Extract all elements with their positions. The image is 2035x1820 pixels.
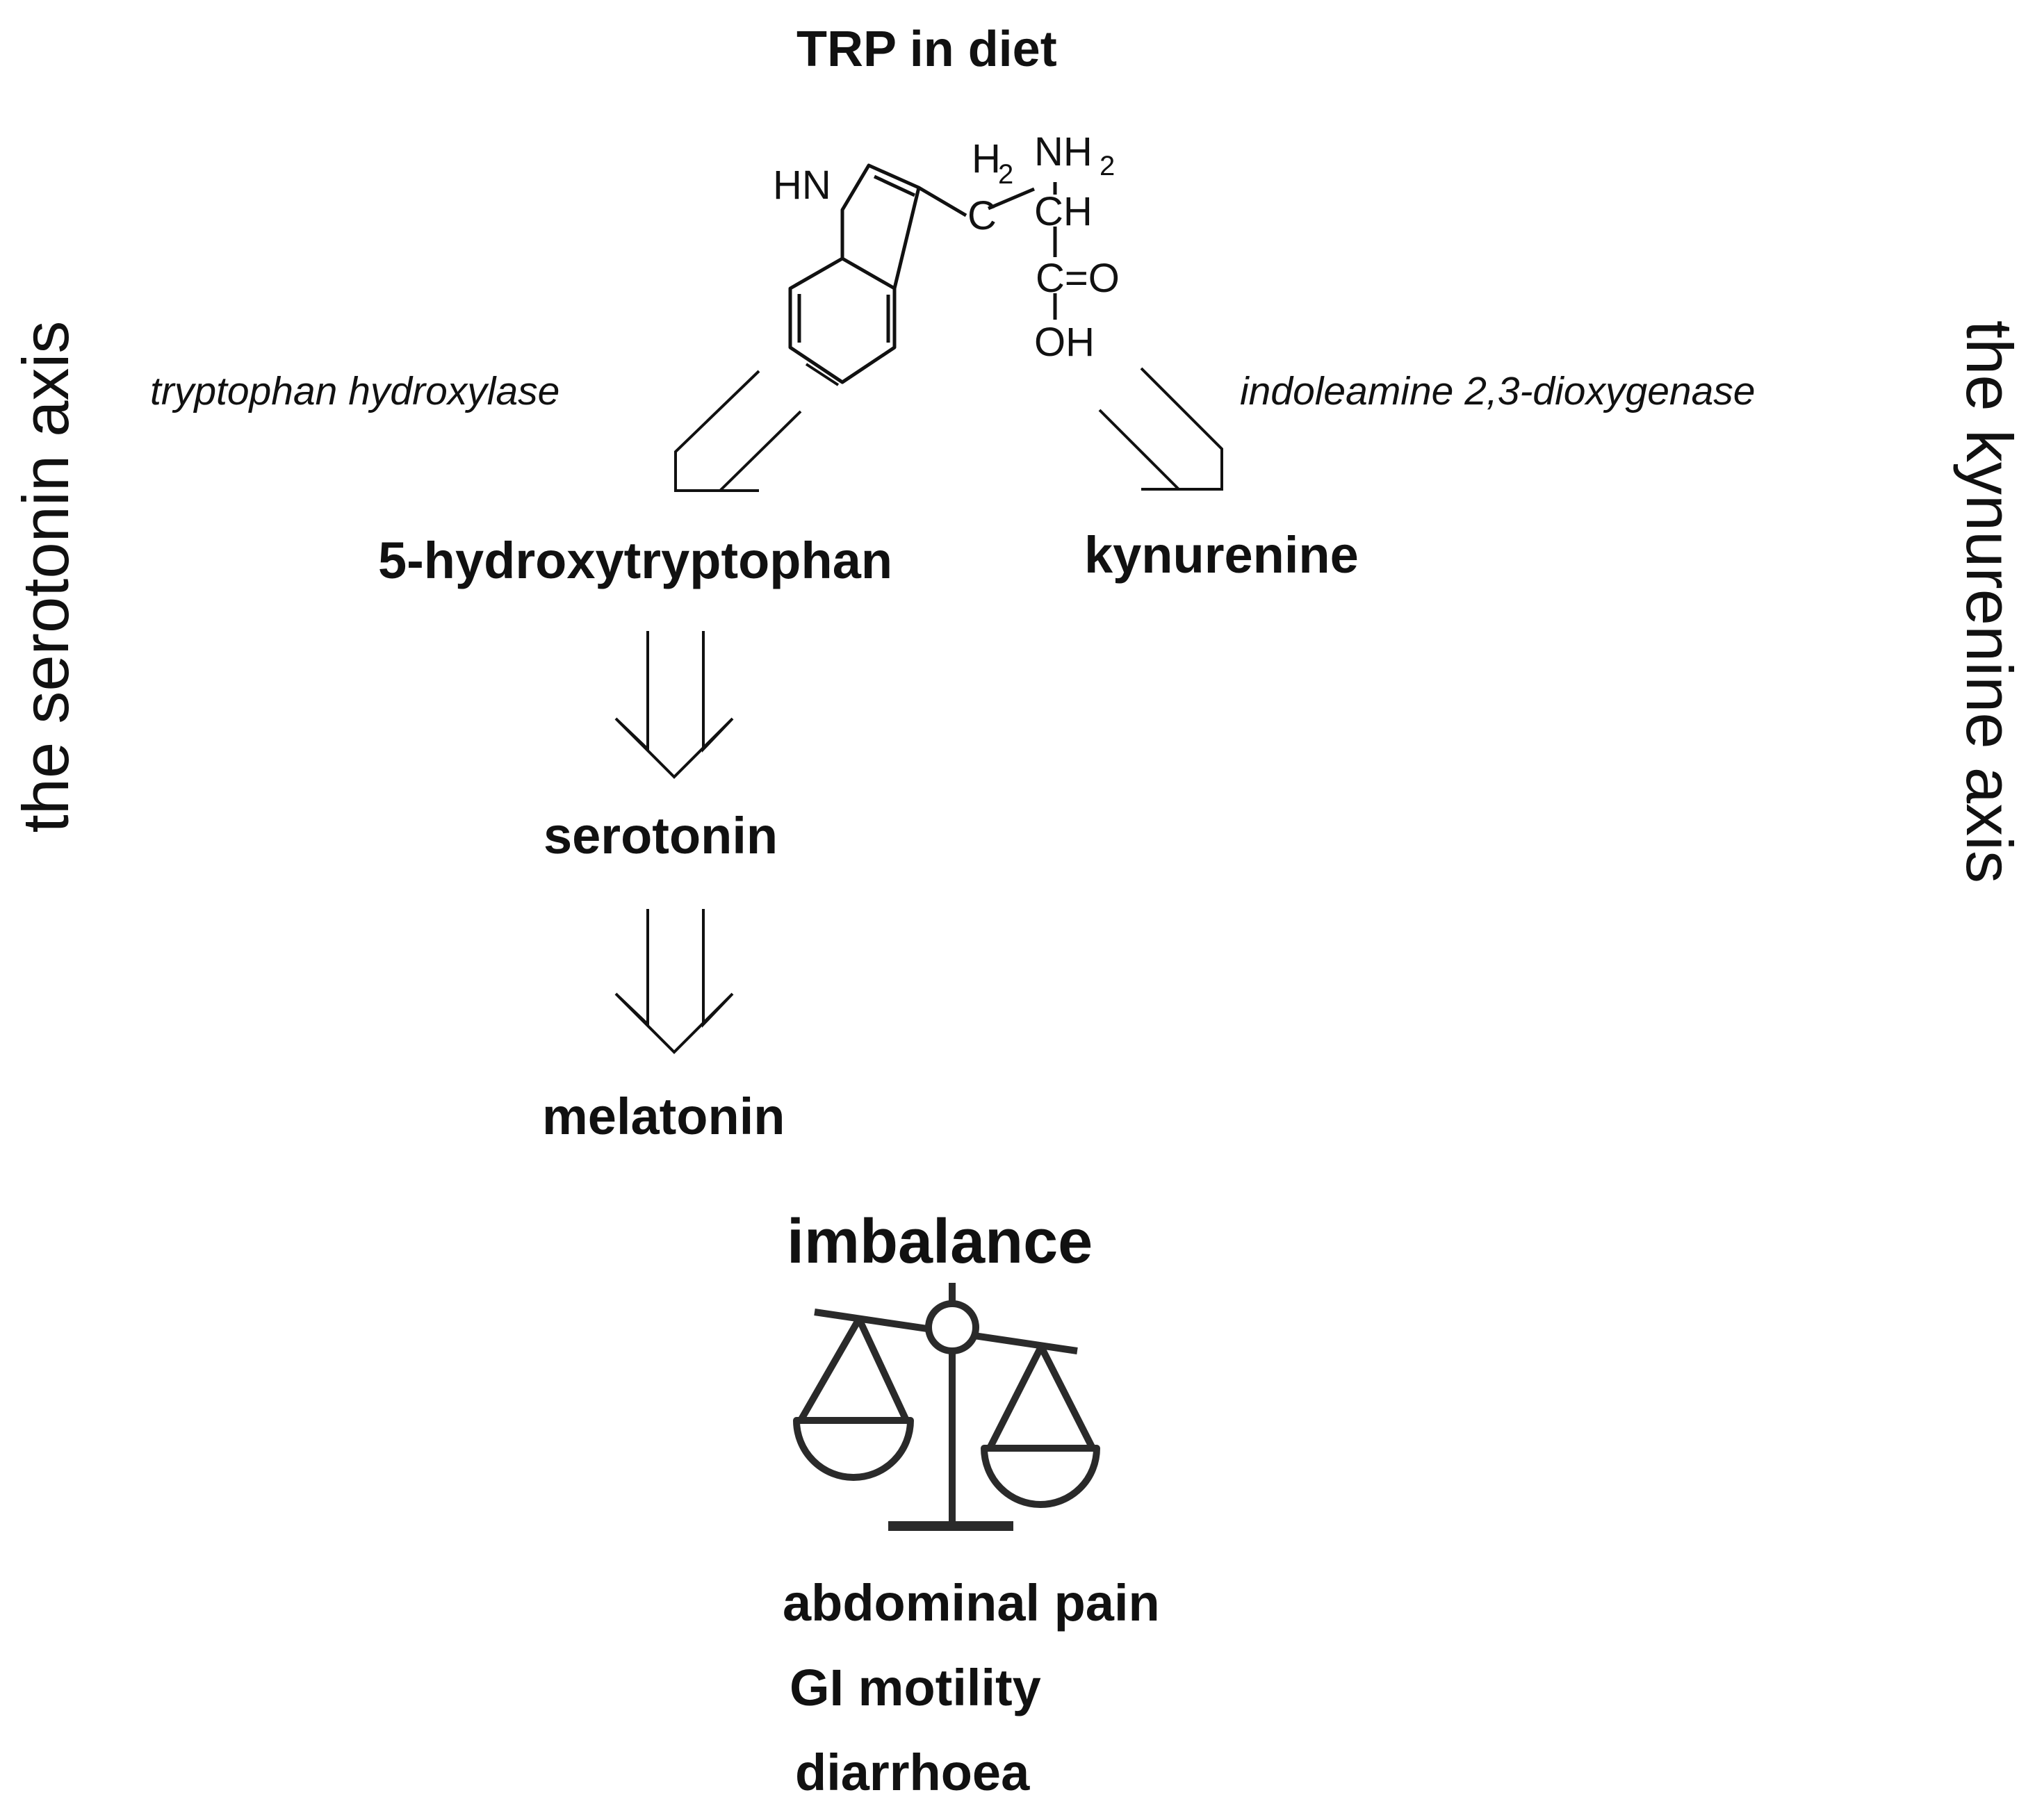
arrow-to-melatonin: [614, 909, 734, 1054]
node-serotonin: serotonin: [544, 807, 778, 864]
pyrrole-double-bond: [873, 174, 916, 197]
arrow-to-serotonin: [614, 631, 734, 779]
nh2-subscript: 2: [1100, 151, 1115, 181]
co-label: C=O: [1036, 256, 1120, 301]
side-chain-bond: [917, 186, 967, 218]
scale-pivot: [925, 1300, 979, 1354]
scale-right-pan: [981, 1445, 1100, 1508]
ch-label: CH: [1034, 189, 1093, 234]
enzyme-label-right: indoleamine 2,3-dioxygenase: [1240, 369, 1756, 413]
serotonin-axis-label: the serotonin axis: [9, 320, 82, 833]
pathway-arrows: [614, 367, 1223, 1054]
scale-left-chain: [856, 1317, 910, 1423]
scale-left-pan: [793, 1417, 914, 1481]
kynurenine-axis-label: the kynurenine axis: [1953, 320, 2026, 883]
symptom-item: GI motility: [790, 1659, 1041, 1716]
nh2-label: NH: [1034, 129, 1093, 174]
pyrrole-ring: [840, 163, 921, 289]
diagram-title: TRP in diet: [796, 22, 1057, 77]
arrow-to-kynurenine: [1140, 367, 1223, 491]
enzyme-label-left: tryptophan hydroxylase: [150, 369, 560, 413]
hn-label: HN: [773, 163, 831, 208]
h2-subscript: 2: [998, 159, 1013, 190]
arrow-to-5-hydroxytryptophan: [719, 410, 802, 492]
scale-right-chain: [986, 1345, 1045, 1450]
oh-label: OH: [1034, 320, 1095, 365]
symptom-item: abdominal pain: [783, 1574, 1160, 1632]
scale-right-chain: [1038, 1345, 1096, 1450]
benzene-ring: [788, 256, 897, 384]
tryptophan-structure: HN H 2 C NH 2 CH C=O OH: [773, 129, 1120, 386]
side-chain-bond: [988, 187, 1035, 211]
c-label: C: [967, 193, 997, 238]
arrow-to-kynurenine: [1098, 409, 1180, 491]
node-kynurenine: kynurenine: [1084, 526, 1359, 584]
benzene-double-bond: [805, 363, 840, 386]
arrow-to-5-hydroxytryptophan: [674, 370, 760, 492]
imbalance-label: imbalance: [787, 1207, 1093, 1277]
scale-left-chain: [797, 1317, 863, 1423]
h2-label: H: [972, 136, 1001, 181]
balance-scale-icon: [793, 1283, 1100, 1531]
symptom-item: diarrhoea: [795, 1744, 1030, 1801]
node-melatonin: melatonin: [542, 1088, 785, 1145]
node-5-hydroxytryptophan: 5-hydroxytryptophan: [378, 532, 893, 589]
